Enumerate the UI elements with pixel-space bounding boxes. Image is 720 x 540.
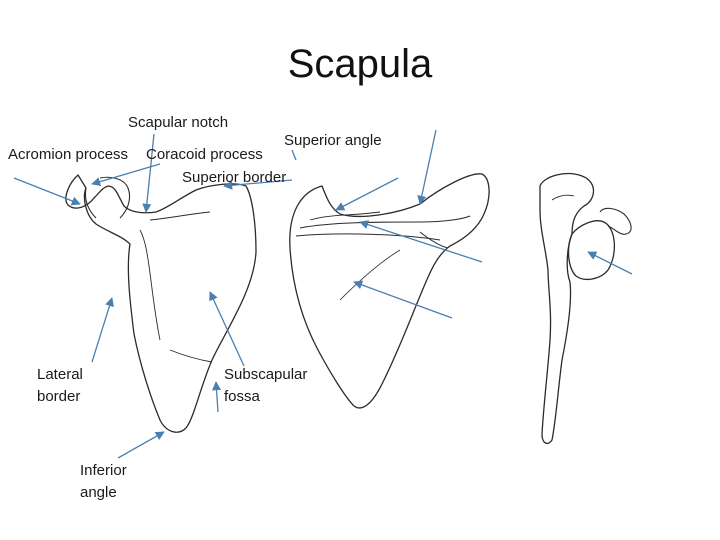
leader-arrows <box>14 130 632 458</box>
label-subscapular-fossa: Subscapular fossa <box>224 364 307 408</box>
arrow-lateral-border <box>92 298 112 362</box>
label-scapular-notch: Scapular notch <box>128 112 228 134</box>
label-subscapular-fossa-line2: fossa <box>224 386 307 408</box>
posterior-view-scapula <box>290 174 489 408</box>
label-lateral-border: Lateral border <box>37 364 83 408</box>
label-inferior-angle: Inferior angle <box>80 460 127 504</box>
label-superior-border: Superior border <box>182 167 286 189</box>
arrow-posterior-top <box>420 130 436 204</box>
label-superior-angle: Superior angle <box>284 130 382 152</box>
label-acromion-process: Acromion process <box>8 144 128 166</box>
arrow-lateral-glenoid <box>588 252 632 274</box>
arrow-subscapular-fossa-2 <box>216 382 218 412</box>
arrow-posterior-fossa <box>354 282 452 318</box>
label-inferior-angle-line2: angle <box>80 482 127 504</box>
arrow-posterior-acromion <box>360 222 482 262</box>
arrow-inferior-angle <box>118 432 164 458</box>
arrow-acromion-process <box>14 178 80 204</box>
label-inferior-angle-line1: Inferior <box>80 460 127 482</box>
label-lateral-border-line1: Lateral <box>37 364 83 386</box>
label-subscapular-fossa-line1: Subscapular <box>224 364 307 386</box>
label-lateral-border-line2: border <box>37 386 83 408</box>
arrow-posterior-spine <box>336 178 398 210</box>
lateral-view-scapula <box>540 174 631 444</box>
label-coracoid-process: Coracoid process <box>146 144 263 166</box>
